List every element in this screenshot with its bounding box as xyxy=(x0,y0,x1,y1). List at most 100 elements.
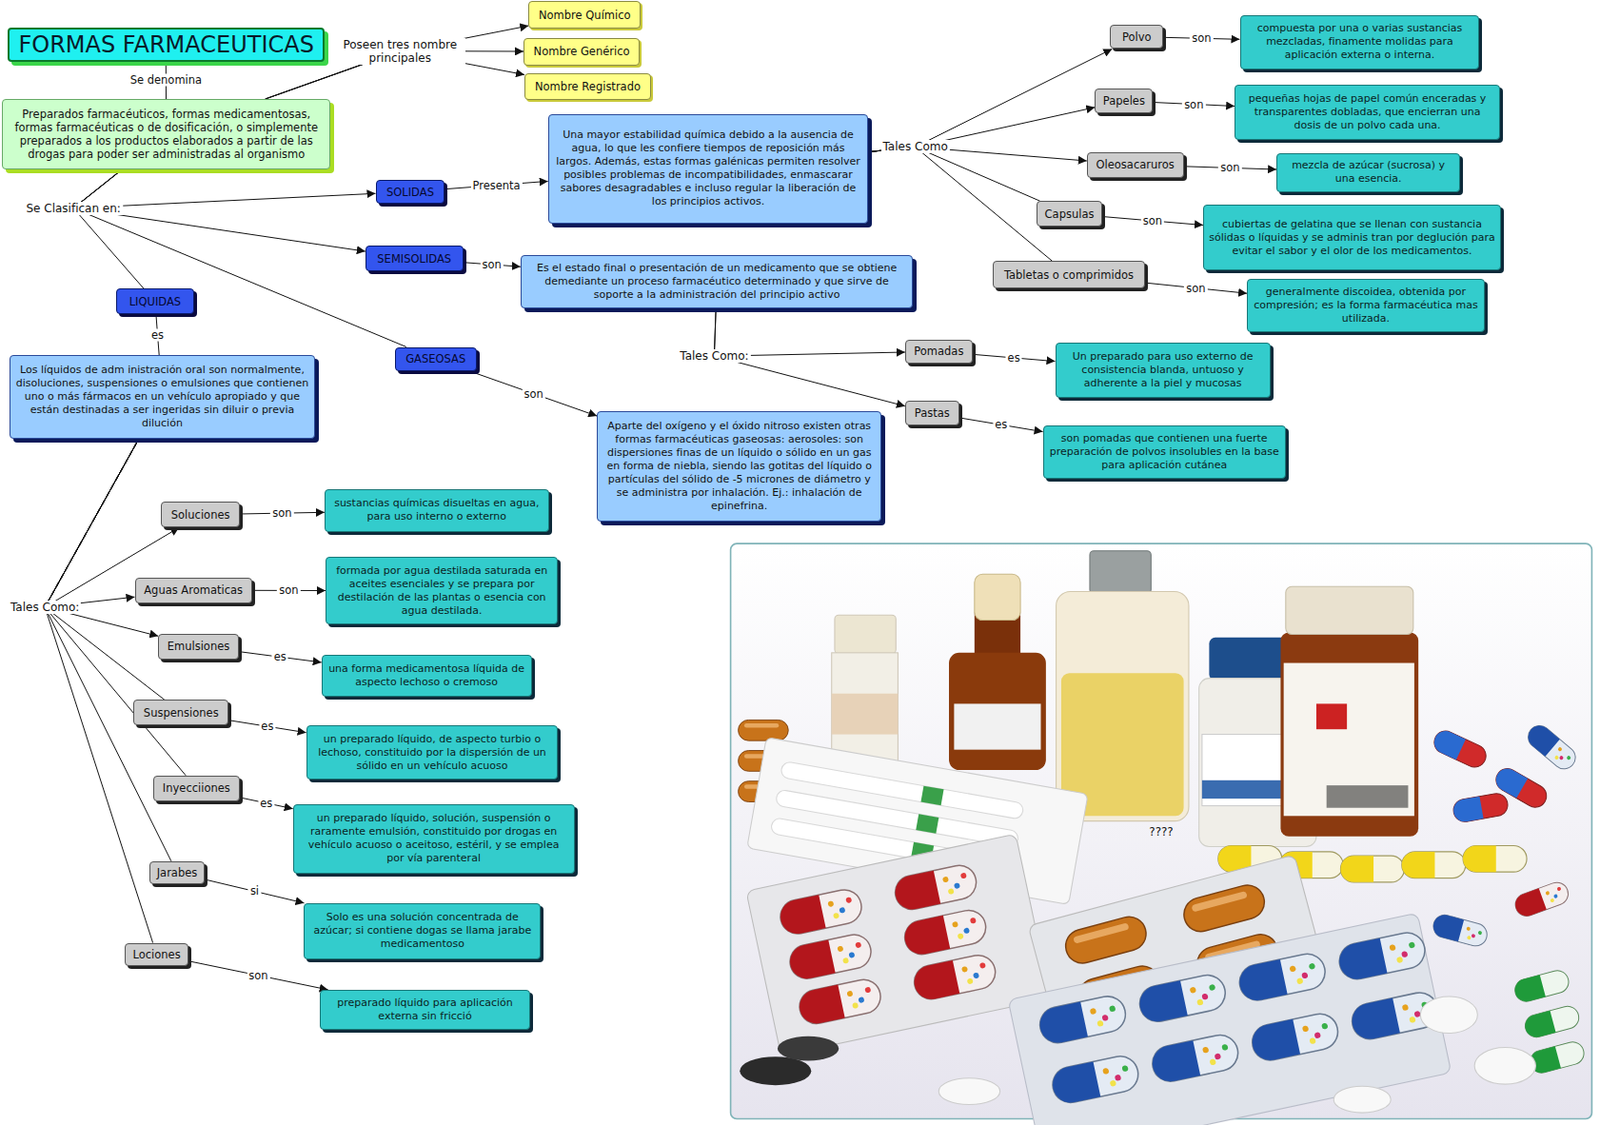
jar-cap xyxy=(1285,586,1414,634)
node-text: Tabletas o comprimidos xyxy=(998,268,1140,282)
description-box: Aparte del oxígeno y el óxido nitroso ex… xyxy=(596,411,882,522)
link-word: es xyxy=(272,651,289,664)
capsule xyxy=(1512,967,1572,1005)
capsule xyxy=(1148,1031,1242,1086)
category-box: LIQUIDAS xyxy=(116,288,194,315)
ampoule-band xyxy=(920,786,944,807)
capsule xyxy=(738,719,790,741)
node-text: Una mayor estabilidad química debido a l… xyxy=(553,128,864,209)
definition-card: generalmente discoidea, obtenida por com… xyxy=(1246,278,1485,334)
bottle-cap xyxy=(834,614,896,654)
form-box: Pastas xyxy=(905,400,960,426)
node-text: formada por agua destilada saturada en a… xyxy=(331,564,553,618)
link-word: es xyxy=(992,418,1009,432)
node-text: son pomadas que contienen una fuerte pre… xyxy=(1048,432,1281,473)
form-box: Pomadas xyxy=(905,339,973,364)
capsule xyxy=(1236,950,1329,1005)
link-word: son xyxy=(1182,98,1205,111)
capsule xyxy=(1036,992,1129,1047)
form-box: Lociones xyxy=(124,943,190,968)
link-word: son xyxy=(246,968,270,982)
brown-bottle xyxy=(948,652,1047,771)
capsule xyxy=(1336,929,1429,984)
category-box: SOLIDAS xyxy=(375,179,446,205)
description-box: Es el estado final o presentación de un … xyxy=(520,255,914,309)
node-text: Oleosacaruros xyxy=(1092,158,1179,172)
title-box: FORMAS FARMACEUTICAS xyxy=(7,27,325,62)
capsule xyxy=(1136,971,1229,1026)
node-text: LIQUIDAS xyxy=(121,295,188,309)
pill-bottle xyxy=(831,652,899,766)
form-box: Soluciones xyxy=(160,501,240,528)
connector xyxy=(868,146,1052,261)
capsule xyxy=(796,976,885,1028)
connector xyxy=(188,961,328,990)
capsule xyxy=(1527,1039,1587,1076)
capsule xyxy=(1402,851,1466,879)
form-box: Inyecciiones xyxy=(153,775,240,802)
node-text: FORMAS FARMACEUTICAS xyxy=(19,31,318,59)
link-word: es xyxy=(149,328,166,341)
node-text: GASEOSAS xyxy=(400,352,472,366)
name-box: Nombre Registrado xyxy=(524,73,652,100)
connector xyxy=(868,146,1040,201)
link-word: Presenta xyxy=(470,178,522,192)
form-box: Suspensiones xyxy=(133,699,229,726)
capsule xyxy=(901,907,989,958)
link-word: son xyxy=(522,387,546,400)
blister-pack xyxy=(746,833,1051,1056)
connector xyxy=(73,169,407,348)
connector xyxy=(228,720,307,733)
node-text: generalmente discoidea, obtenida por com… xyxy=(1252,285,1480,326)
capsule xyxy=(1180,881,1268,936)
white-tablet xyxy=(1474,1047,1536,1086)
node-text: preparado líquido para aplicación extern… xyxy=(325,996,526,1024)
link-word: es xyxy=(258,720,276,733)
white-tablet xyxy=(1420,996,1478,1034)
label-mark xyxy=(1316,703,1347,730)
node-text: Aparte del oxígeno y el óxido nitroso ex… xyxy=(602,419,876,514)
black-tablet xyxy=(777,1036,839,1062)
blister-tray xyxy=(746,833,1051,1056)
node-text: pequeñas hojas de papel común enceradas … xyxy=(1240,92,1495,133)
node-text: Los líquidos de adm inistración oral son… xyxy=(15,363,311,431)
link-word: son xyxy=(480,257,504,271)
node-text: una forma medicamentosa líquida de aspec… xyxy=(327,662,527,690)
node-text: SOLIDAS xyxy=(381,185,440,199)
form-box: Emulsiones xyxy=(158,633,239,660)
link-word: si xyxy=(248,885,261,898)
dropper-cap xyxy=(974,573,1021,620)
link-word: son xyxy=(1189,32,1213,45)
definition-card: un preparado líquido, solución, suspensi… xyxy=(293,804,575,874)
junction-label: Tales Como: xyxy=(8,600,81,614)
node-text: Inyecciiones xyxy=(158,781,235,795)
link-word: son xyxy=(276,584,300,597)
description-box: Los líquidos de adm inistración oral son… xyxy=(9,355,317,439)
node-text: mezcla de azúcar (sucrosa) y una esencia… xyxy=(1282,158,1455,186)
node-text: Nombre Químico xyxy=(533,8,635,22)
capsule xyxy=(1062,912,1150,968)
description-box: Una mayor estabilidad química debido a l… xyxy=(548,114,870,224)
capsule xyxy=(1523,721,1581,774)
connector xyxy=(205,879,305,904)
category-box: GASEOSAS xyxy=(395,347,477,373)
node-text: Pomadas xyxy=(910,344,968,358)
metal-cap xyxy=(1089,551,1151,594)
name-box: Nombre Genérico xyxy=(523,38,640,66)
form-box: Polvo xyxy=(1109,24,1164,50)
node-text: un preparado líquido, solución, suspensi… xyxy=(298,811,570,866)
link-word: es xyxy=(1006,351,1023,364)
connector xyxy=(868,48,1112,152)
node-text: Aguas Aromaticas xyxy=(140,583,247,597)
link-word: son xyxy=(1141,215,1165,228)
node-text: Un preparado para uso externo de consist… xyxy=(1061,350,1265,391)
jar-label xyxy=(1283,663,1415,817)
node-text: compuesta por una o varias sustancias me… xyxy=(1245,21,1475,62)
white-tablet xyxy=(1333,1086,1391,1113)
node-text: Emulsiones xyxy=(163,639,234,653)
link-word: Se denomina xyxy=(128,74,204,87)
junction-label: Se Clasifican en: xyxy=(23,201,122,216)
node-text: sustancias químicas disueltas en agua, p… xyxy=(330,496,544,524)
connector xyxy=(959,417,1044,433)
